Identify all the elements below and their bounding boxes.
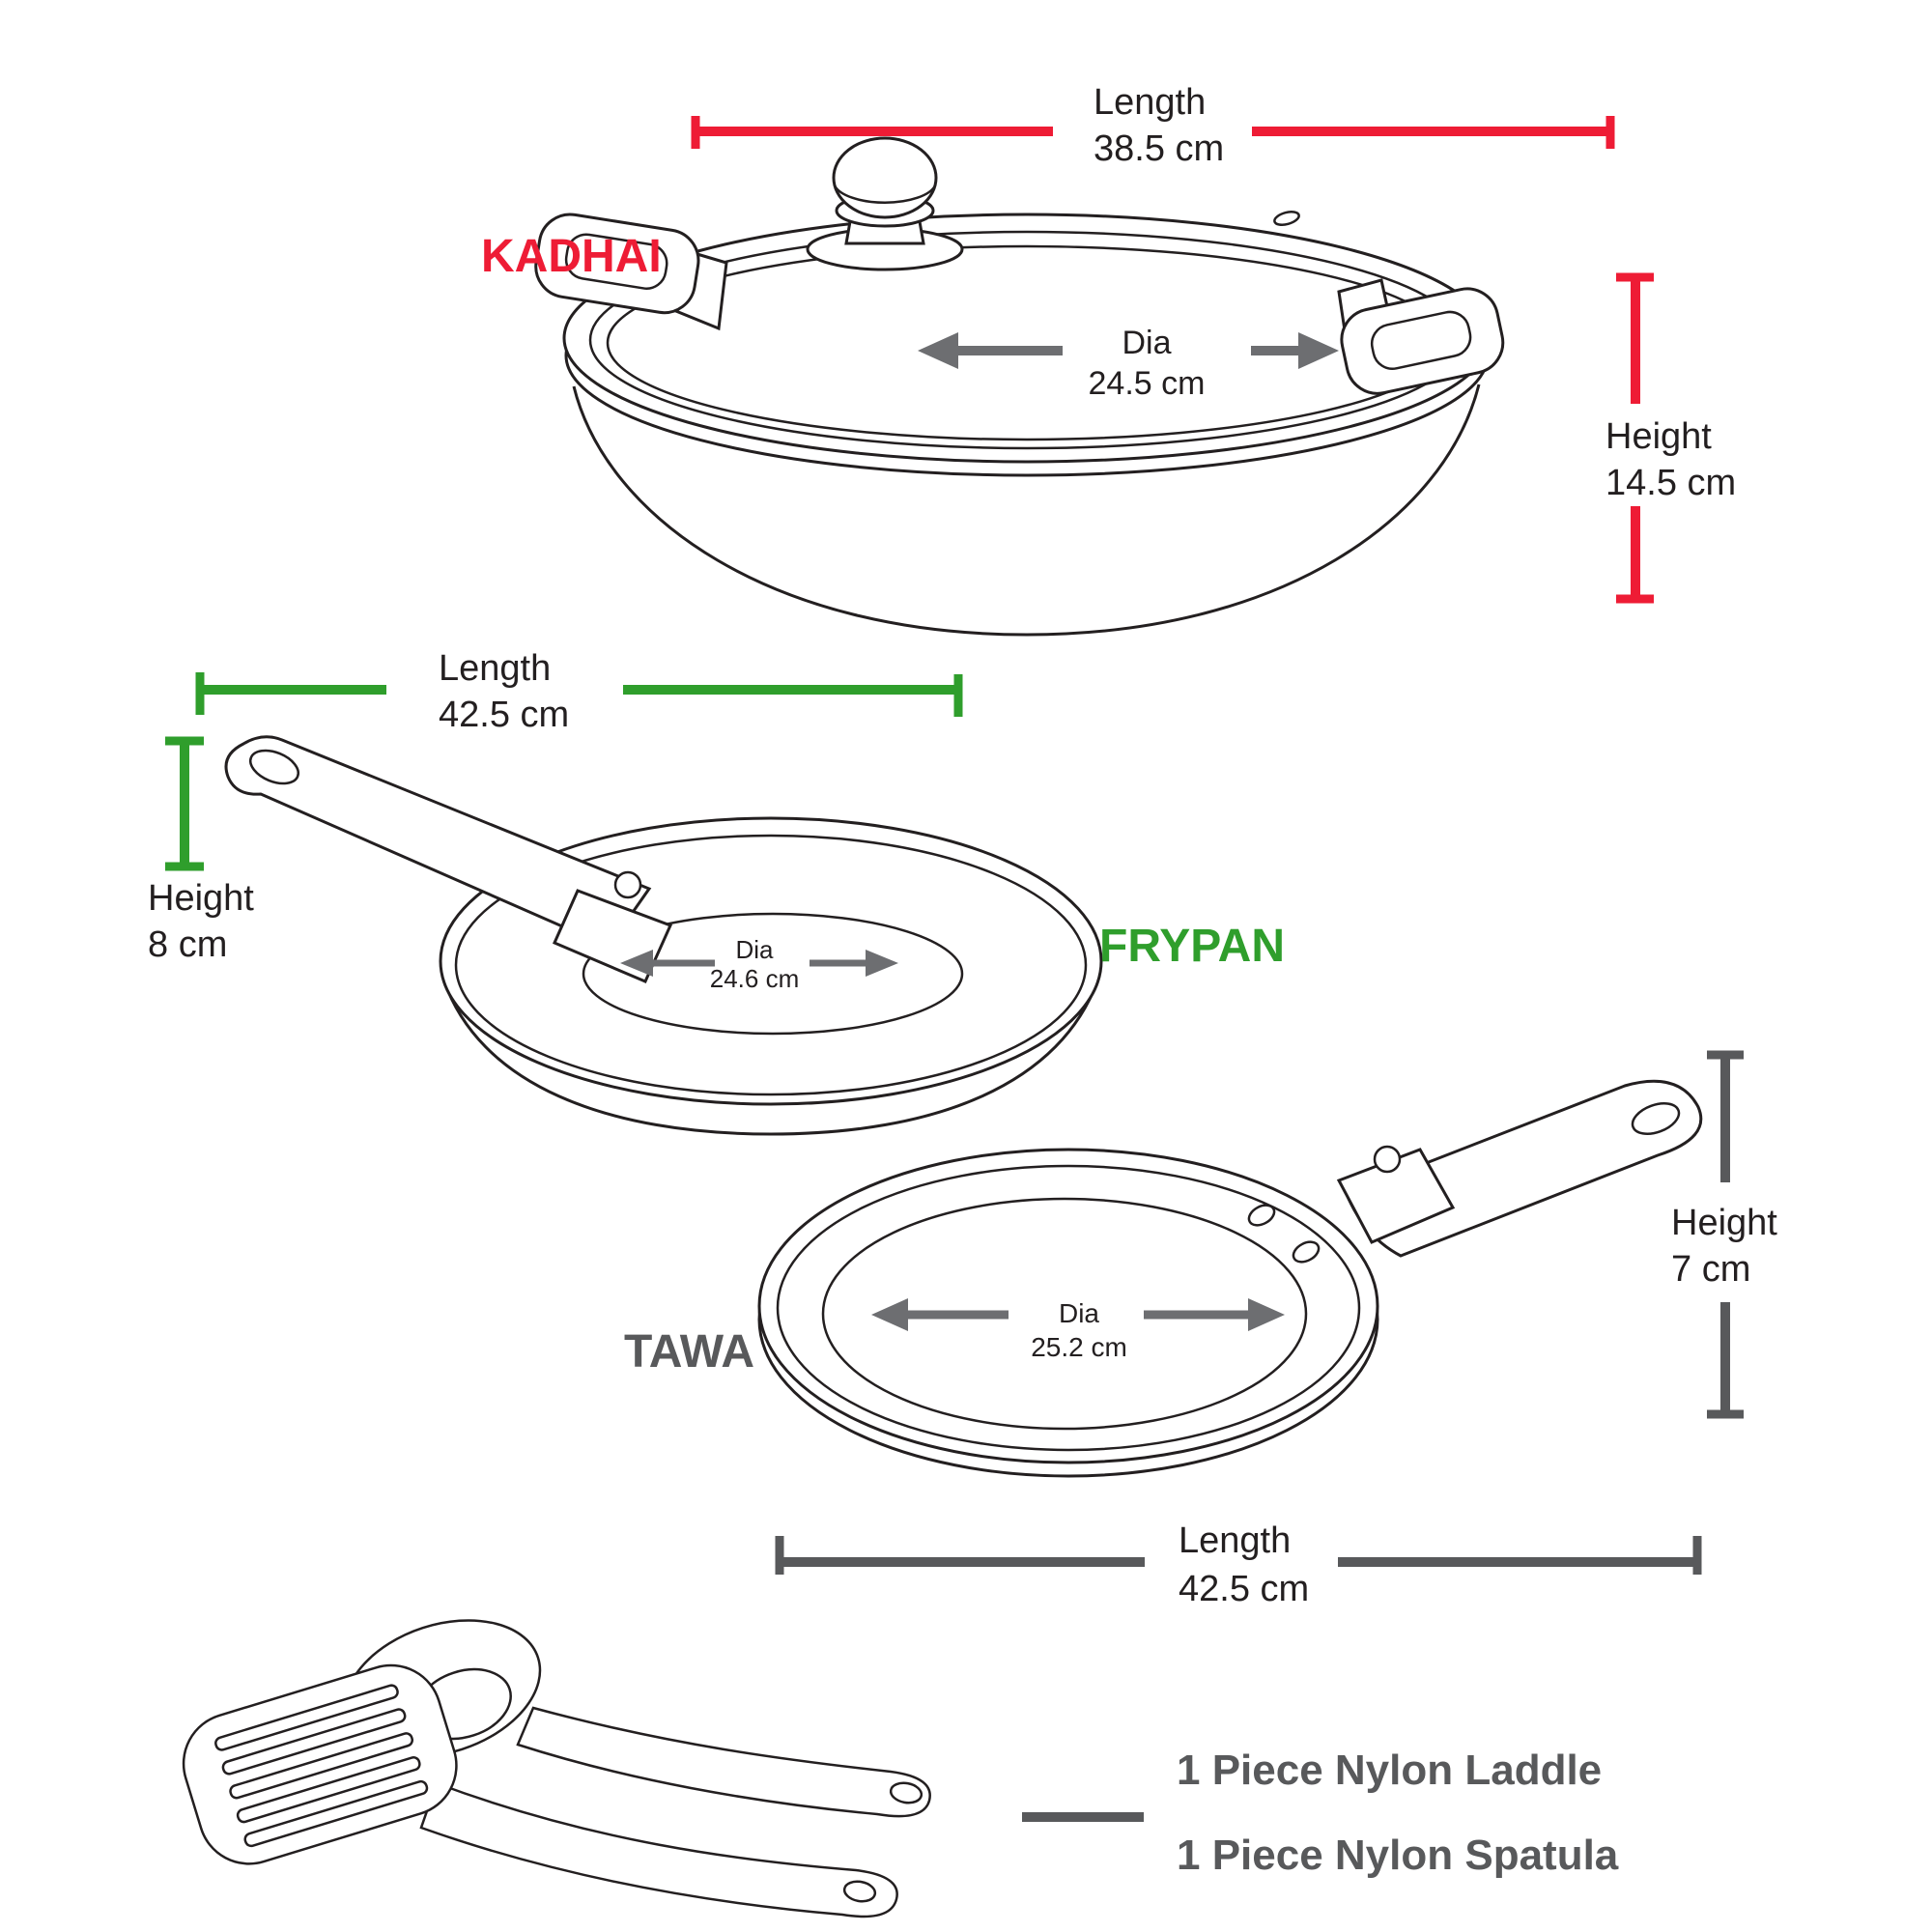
tawa-dia-arrows (871, 1298, 1285, 1331)
frypan-dia-label: Dia (735, 935, 774, 964)
kadhai-dia-label: Dia (1122, 325, 1172, 361)
kadhai-height-dimension-line (1616, 272, 1654, 604)
kadhai-lid-steam-hole (1273, 211, 1300, 226)
frypan-dia-value: 24.6 cm (709, 964, 800, 993)
kadhai-height-dimension-text: Height 14.5 cm (1605, 413, 1736, 506)
frypan-length-dimension-line (195, 672, 963, 717)
kadhai-left-handle (534, 213, 700, 315)
kadhai-lid-knob (806, 136, 964, 271)
kadhai-length-label: Length (1094, 82, 1207, 123)
frypan-height-dimension-text: Height 8 cm (148, 875, 254, 968)
frypan-label: FRYPAN (1099, 921, 1285, 972)
kadhai-length-dimension-line (691, 116, 1615, 149)
frypan-length-dimension-text: Length 42.5 cm (439, 645, 569, 738)
frypan-length-value: 42.5 cm (439, 695, 570, 735)
accessory-laddle-text: 1 Piece Nylon Laddle (1177, 1747, 1603, 1794)
tawa-height-value: 7 cm (1671, 1249, 1751, 1290)
frypan-handle-pin (613, 870, 642, 899)
frypan-height-label: Height (148, 878, 254, 919)
kadhai-length-value: 38.5 cm (1094, 128, 1225, 169)
tawa-length-value: 42.5 cm (1179, 1569, 1310, 1609)
tawa-dia-value: 25.2 cm (1031, 1332, 1127, 1362)
frypan-height-dimension-line (165, 736, 204, 871)
frypan-dia-text: Dia 24.6 cm (682, 935, 827, 993)
frypan-handle-hole (248, 749, 300, 785)
frypan-handle (224, 735, 652, 949)
kadhai-dia-arrows (918, 332, 1339, 369)
tawa-dia-text: Dia 25.2 cm (1007, 1296, 1151, 1364)
tawa-handle-hole (1631, 1102, 1681, 1135)
tawa-rivet (1292, 1240, 1321, 1264)
frypan-length-label: Length (439, 648, 552, 689)
kadhai-dia-text: Dia 24.5 cm (1050, 323, 1243, 404)
kadhai-height-label: Height (1605, 416, 1712, 457)
tawa-dia-label: Dia (1058, 1298, 1099, 1328)
kadhai-length-dimension-text: Length 38.5 cm (1094, 79, 1224, 172)
frypan-dia-arrows (620, 950, 898, 977)
tawa-handle-pin (1373, 1145, 1402, 1174)
kadhai-label: KADHAI (481, 231, 662, 282)
frypan-height-value: 8 cm (148, 924, 228, 965)
utensils-drawing (182, 1619, 931, 1918)
tawa-height-label: Height (1671, 1203, 1777, 1243)
tawa-rivet (1247, 1204, 1276, 1227)
kadhai-drawing (534, 136, 1505, 637)
tawa-drawing (757, 1079, 1703, 1478)
tawa-label: TAWA (624, 1326, 755, 1378)
tawa-length-dimension-line (775, 1536, 1702, 1575)
accessory-spatula-text: 1 Piece Nylon Spatula (1177, 1832, 1619, 1879)
kadhai-height-value: 14.5 cm (1605, 463, 1737, 503)
spatula-icon (182, 1663, 898, 1918)
tawa-length-label: Length (1179, 1520, 1292, 1561)
kadhai-dia-value: 24.5 cm (1088, 365, 1206, 402)
tawa-height-dimension-line (1707, 1050, 1744, 1419)
tawa-length-dimension-text: Length 42.5 cm (1179, 1517, 1309, 1613)
frypan-drawing (224, 735, 1103, 1136)
kadhai-right-handle (1340, 287, 1505, 395)
tawa-height-dimension-text: Height 7 cm (1671, 1200, 1777, 1293)
